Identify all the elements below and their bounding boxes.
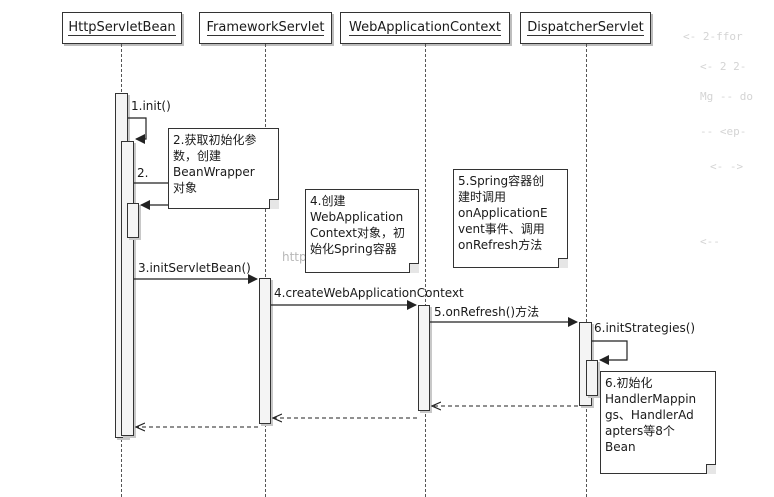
activation-httpservletbean-inner [127, 203, 139, 238]
lifeline-webapplicationcontext [425, 44, 426, 497]
background-text: -- <ep- [700, 125, 747, 138]
arrow-initstrategies [592, 340, 628, 365]
background-text: Mg -- do [700, 90, 753, 103]
message-label-initservletbean: 3.initServletBean() [138, 261, 251, 275]
note-fold [706, 464, 716, 474]
activation-webapplicationcontext [418, 305, 430, 411]
lifeline-title: FrameworkServlet [206, 20, 325, 36]
arrow-init [128, 117, 147, 144]
arrow-step2 [134, 182, 171, 210]
note-step5: 5.Spring容器创 建时调用 onApplicationE vent事件、调… [453, 169, 568, 268]
background-text: <- 2 2- [700, 60, 747, 73]
note-fold [269, 199, 279, 209]
note-step6: 6.初始化 HandlerMappin gs、HandlerAd apters等… [600, 371, 716, 474]
message-label-createwebapplicationcontext: 4.createWebApplicationContext [274, 286, 464, 300]
message-label-initstrategies: 6.initStrategies() [594, 321, 696, 335]
lifeline-title: HttpServletBean [68, 20, 176, 36]
message-label-init: 1.init() [131, 99, 171, 113]
background-text: <- -> [710, 160, 744, 173]
lifeline-dispatcherservlet [586, 44, 587, 497]
lifeline-title: WebApplicationContext [349, 20, 501, 36]
background-text: <-- [700, 235, 720, 248]
message-label-onrefresh: 5.onRefresh()方法 [434, 305, 540, 319]
lifeline-head-webapplicationcontext: WebApplicationContext [340, 12, 510, 44]
activation-frameworkservlet [259, 278, 271, 424]
lifeline-frameworkservlet [265, 44, 266, 497]
note-fold [409, 263, 419, 273]
lifeline-head-frameworkservlet: FrameworkServlet [199, 12, 332, 44]
lifeline-title: DispatcherServlet [527, 20, 644, 36]
lifeline-head-httpservletbean: HttpServletBean [62, 12, 182, 44]
background-text: <- 2-ffor [683, 30, 743, 43]
note-step4: 4.创建 WebApplication Context对象，初 始化Spring… [305, 189, 419, 273]
message-label-step2: 2. [137, 166, 149, 180]
note-step2: 2.获取初始化参 数，创建 BeanWrapper 对象 [168, 128, 279, 209]
note-fold [558, 258, 568, 268]
activation-dispatcherservlet-inner [586, 360, 598, 396]
lifeline-head-dispatcherservlet: DispatcherServlet [520, 12, 651, 44]
